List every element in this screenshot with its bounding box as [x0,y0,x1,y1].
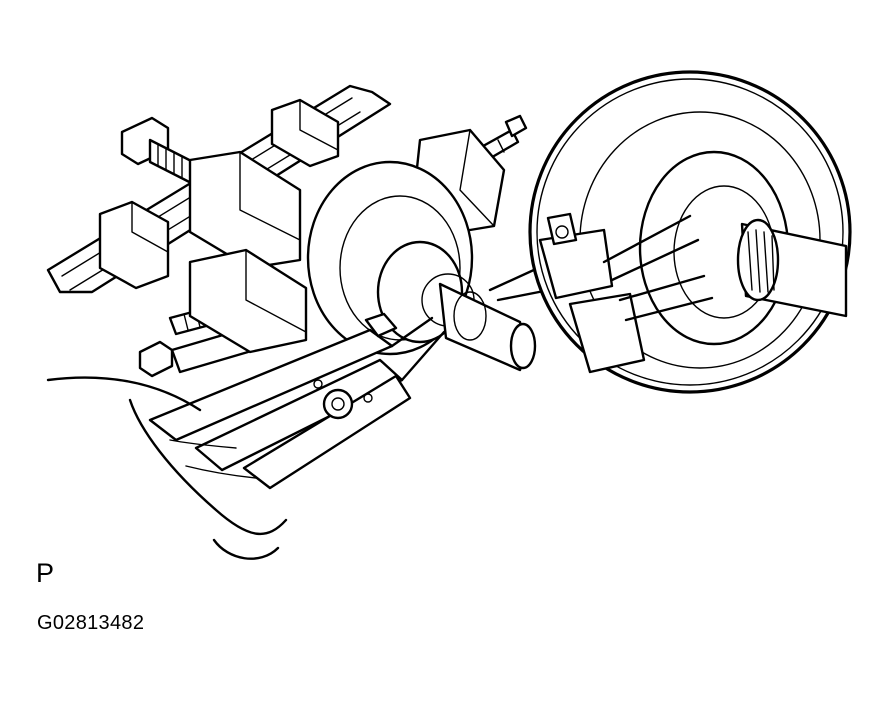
snap-ring-pliers-detail-icon [528,70,852,394]
clamp-blocks-icon [98,98,340,354]
upper-clamp-bolt-icon [120,116,207,192]
hand-icon [46,376,288,560]
snap-ring-pliers-icon [148,312,446,490]
shaft-icon [438,282,537,372]
figure-code: G02813482 [37,612,145,634]
view-label: P [36,558,55,588]
